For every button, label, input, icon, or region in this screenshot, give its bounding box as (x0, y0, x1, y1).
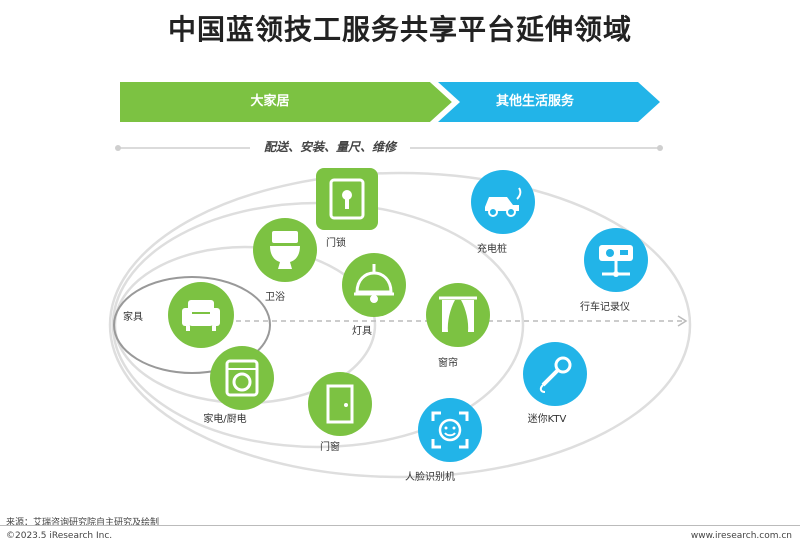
outer-ellipse (108, 171, 692, 479)
charging-pile-label: 充电桩 (477, 244, 507, 255)
service-types-label: 配送、安装、量尺、维修 (250, 138, 410, 155)
lamp-label: 灯具 (352, 326, 372, 337)
band-label-home: 大家居 (250, 94, 290, 109)
face-recognition-node (418, 398, 482, 462)
appliance-node (210, 346, 274, 410)
microphone-icon (539, 356, 572, 393)
copyright: ©2023.5 iResearch Inc. (6, 531, 113, 541)
door-icon (326, 384, 354, 424)
dashcam-node (584, 228, 648, 292)
dashcam-icon (599, 245, 633, 277)
bathroom-label: 卫浴 (265, 292, 285, 303)
life-services-band (432, 82, 660, 122)
core-ellipse (113, 276, 271, 374)
bathroom-node (253, 218, 317, 282)
mini-ktv-label: 迷你KTV (527, 414, 567, 425)
page-title: 中国蓝领技工服务共享平台延伸领域 (167, 13, 632, 46)
curtain-node (426, 283, 490, 347)
mini-ktv-node (523, 342, 587, 406)
curtain-icon (439, 296, 477, 332)
face-recognition-label: 人脸识别机 (405, 472, 455, 483)
home-furnishing-band (120, 82, 452, 122)
door-window-node (308, 372, 372, 436)
website: www.iresearch.com.cn (690, 531, 792, 541)
sofa-icon (182, 300, 220, 331)
door-window-label: 门窗 (320, 442, 340, 453)
source-note: 来源：艾瑞咨询研究院自主研究及绘制 (6, 518, 160, 528)
face-recognition-icon (431, 411, 469, 449)
washing-machine-icon (225, 359, 259, 397)
electric-car-icon (485, 187, 522, 217)
furniture-label: 家具 (123, 312, 143, 323)
dashcam-label: 行车记录仪 (580, 302, 630, 313)
door-lock-label: 门锁 (326, 238, 346, 249)
curtain-label: 窗帘 (438, 358, 458, 369)
band-label-services: 其他生活服务 (495, 94, 574, 109)
footer-divider (0, 525, 800, 526)
lamp-node (342, 253, 406, 317)
door-lock-node (316, 168, 378, 230)
toilet-icon (270, 231, 300, 269)
door-lock-icon (329, 178, 365, 220)
charging-pile-node (471, 170, 535, 234)
furniture-node (168, 282, 234, 348)
appliance-label: 家电/厨电 (203, 414, 247, 425)
lamp-icon (354, 264, 394, 303)
